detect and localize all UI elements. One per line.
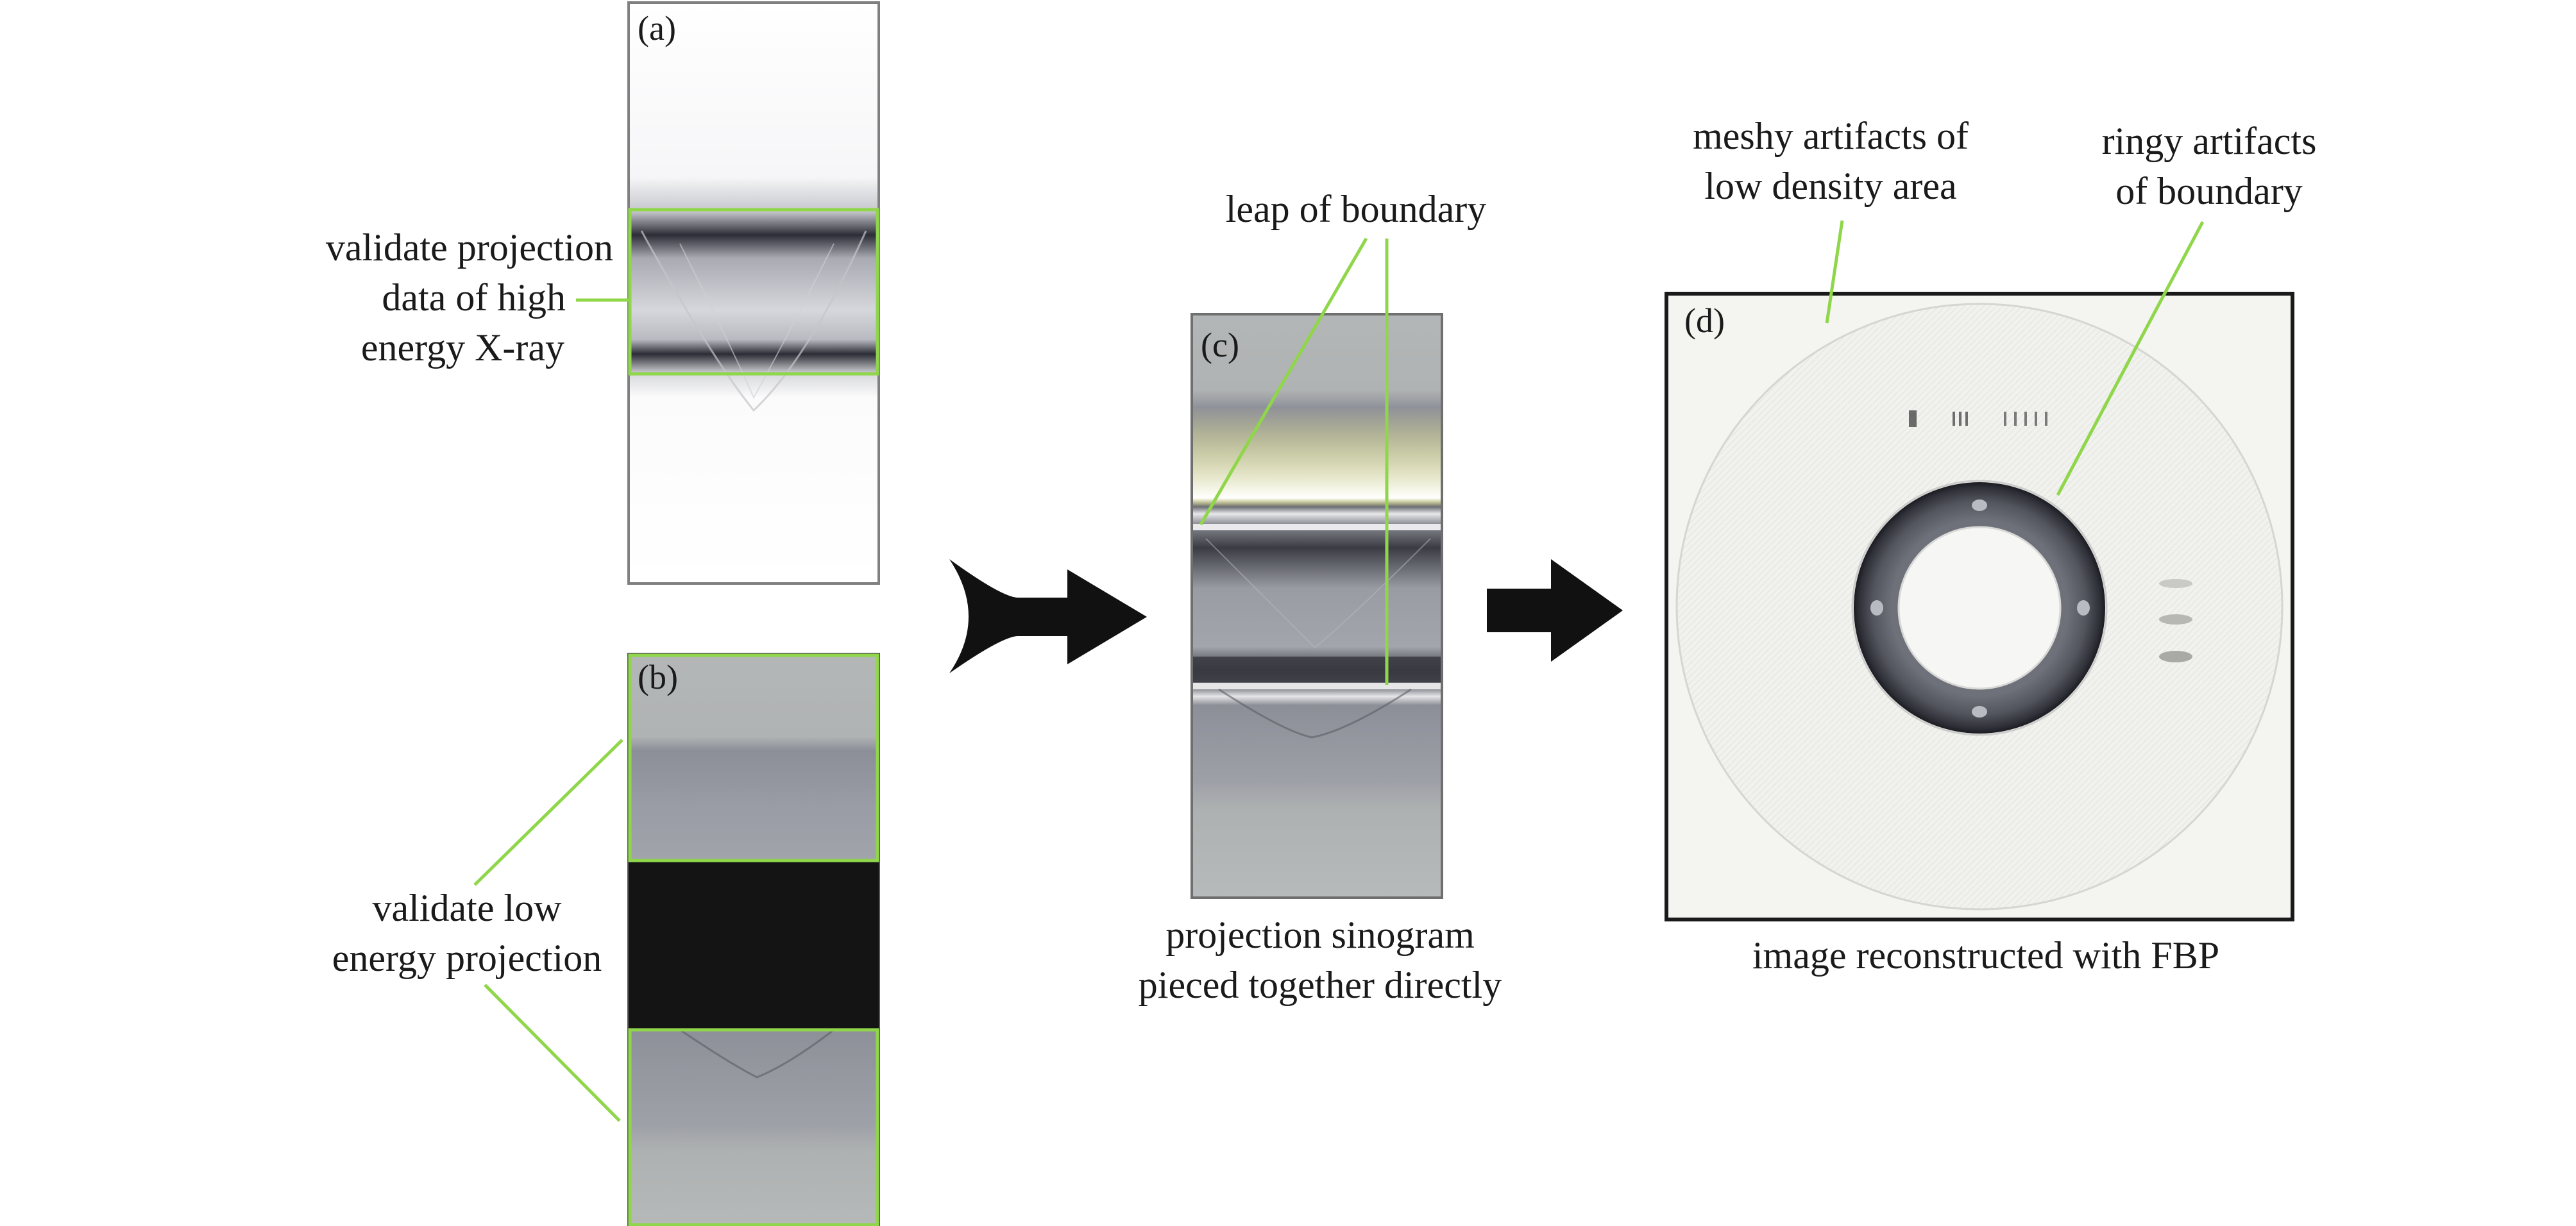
line-pair-pattern-2 — [2004, 412, 2047, 426]
panel-a-image — [627, 1, 880, 585]
panel-a-letter: (a) — [638, 9, 676, 47]
panel-d: (d) — [1665, 220, 2294, 921]
ringy-label-line-2: of boundary — [2115, 170, 2303, 212]
low-energy-highlight-box-bottom — [628, 1028, 879, 1226]
meshy-label-line-2: low density area — [1704, 165, 1956, 207]
panel-c-letter: (c) — [1201, 326, 1239, 364]
meshy-leader-line — [1825, 220, 1844, 324]
svg-text:energy projection: energy projection — [332, 937, 602, 979]
sinogram-caption-line-2: pieced together directly — [1139, 964, 1502, 1006]
sinogram-caption-line-1: projection sinogram — [1165, 914, 1475, 956]
high-energy-highlight-box — [628, 208, 879, 376]
ringy-leader-line — [2056, 221, 2205, 496]
fbp-caption: image reconstructed with FBP — [1752, 934, 2219, 977]
svg-text:validate projection: validate projection — [326, 226, 613, 269]
panel-a: (a) — [627, 1, 880, 585]
panel-b-letter: (b) — [638, 658, 678, 696]
panel-b-dark-band — [629, 861, 879, 1029]
panel-b-top-region — [629, 654, 879, 861]
low-energy-leader-line-top — [473, 739, 623, 886]
arrow-right-icon — [1487, 559, 1623, 662]
line-pair-pattern-1 — [1953, 412, 1968, 426]
svg-text:energy X-ray: energy X-ray — [361, 326, 564, 369]
low-energy-annotation: validate low energy projection — [332, 739, 623, 1122]
meshy-label-line-1: meshy artifacts of — [1693, 115, 1969, 157]
leap-label: leap of boundary — [1226, 188, 1487, 230]
svg-text:data of high: data of high — [382, 276, 566, 319]
low-energy-leader-line-bottom — [484, 984, 621, 1122]
high-energy-annotation: validate projection data of high energy … — [326, 226, 629, 369]
arrow-right-icon — [949, 559, 1147, 673]
ringy-label-line-1: ringy artifacts — [2102, 120, 2317, 162]
svg-text:validate low: validate low — [373, 887, 563, 929]
leap-leader-line-1 — [1199, 237, 1368, 526]
low-energy-highlight-box-top — [628, 653, 879, 862]
panel-d-letter: (d) — [1684, 301, 1725, 340]
panel-b: (b) — [627, 653, 880, 1226]
panel-c-image — [1191, 313, 1443, 899]
panel-a-curves — [640, 230, 867, 412]
ring-inner-hole — [1897, 526, 2062, 690]
panel-c: (c) — [1191, 237, 1443, 899]
panel-b-bottom-region — [629, 1029, 879, 1225]
